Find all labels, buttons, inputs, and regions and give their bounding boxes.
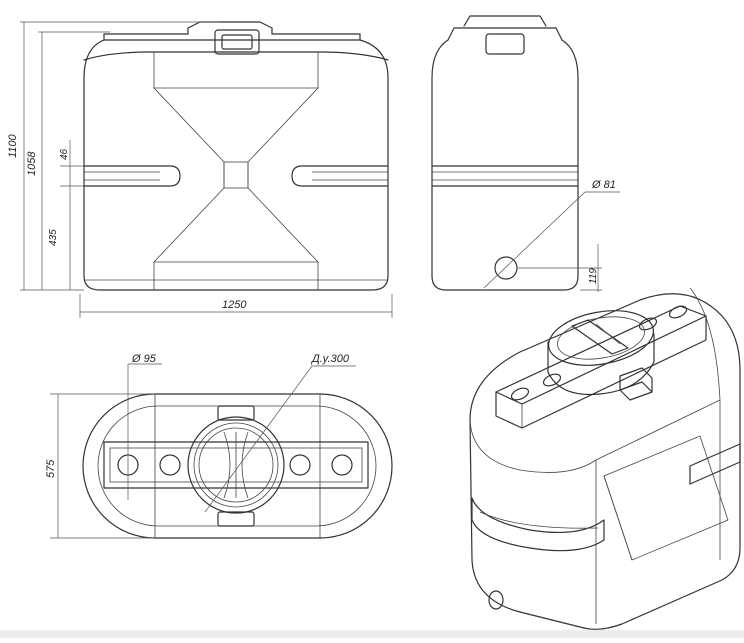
dim-height-total: 1100 — [7, 133, 19, 158]
dim-groove-height: 435 — [48, 229, 59, 246]
dim-inlet-diameter: Ø 95 — [131, 353, 157, 365]
dim-lid-diameter: Д.у.300 — [310, 353, 350, 365]
top-dimensions: Ø 95 Д.у.300 575 — [45, 353, 356, 539]
front-view — [83, 21, 389, 291]
dim-height-body: 1058 — [26, 151, 38, 176]
bottom-strip — [0, 630, 744, 638]
front-dimensions: 1100 1058 46 435 1250 — [7, 21, 393, 318]
dim-groove-width: 46 — [59, 148, 70, 160]
dim-outlet-diameter: Ø 81 — [591, 179, 616, 191]
dim-width: 575 — [45, 459, 57, 478]
top-view — [82, 393, 393, 539]
dim-outlet-height: 119 — [588, 268, 599, 284]
side-dimensions: Ø 81 119 — [483, 179, 620, 292]
isometric-view — [469, 287, 741, 630]
side-view — [431, 15, 579, 291]
dim-length: 1250 — [222, 299, 247, 311]
